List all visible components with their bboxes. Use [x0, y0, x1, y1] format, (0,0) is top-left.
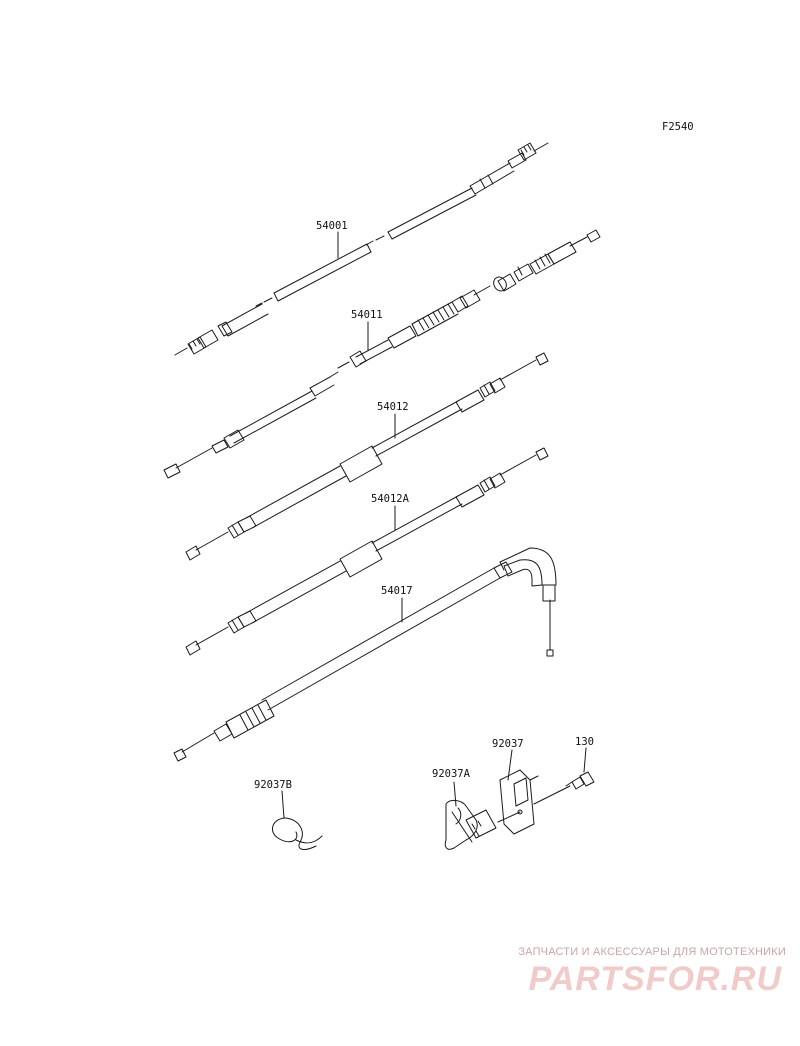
part-label-54012[interactable]: 54012 [377, 401, 409, 413]
part-label-92037A[interactable]: 92037A [432, 768, 470, 780]
cable-54001 [174, 142, 549, 356]
leader-lines [281, 231, 587, 823]
part-label-54011[interactable]: 54011 [351, 309, 383, 321]
part-label-54012A[interactable]: 54012A [371, 493, 409, 505]
part-label-92037[interactable]: 92037 [492, 738, 524, 750]
cable-54017 [173, 547, 557, 762]
part-label-54017[interactable]: 54017 [381, 585, 413, 597]
part-label-54001[interactable]: 54001 [316, 220, 348, 232]
figure-code-label: F2540 [662, 121, 694, 133]
watermark-tagline: ЗАПЧАСТИ И АКСЕССУАРЫ ДЛЯ МОТОТЕХНИКИ [518, 946, 786, 958]
bracket-92037 [499, 769, 539, 835]
cable-54011 [163, 229, 601, 479]
part-label-130[interactable]: 130 [575, 736, 594, 748]
watermark-logo: PARTSFOR.RU [528, 960, 782, 998]
holder-92037A [444, 799, 497, 850]
part-label-92037B[interactable]: 92037B [254, 779, 292, 791]
bolt-130 [565, 771, 595, 790]
clip-92037B [271, 817, 323, 850]
cable-54012A [185, 447, 549, 656]
cable-54012 [185, 352, 549, 561]
